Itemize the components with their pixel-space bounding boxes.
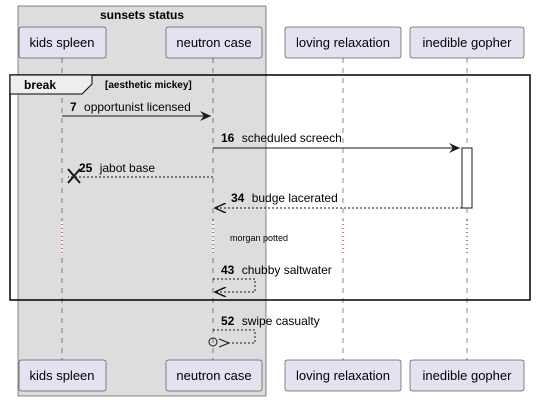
message-number: 25 xyxy=(79,161,93,175)
message-number: 43 xyxy=(221,263,235,277)
participant-label: loving relaxation xyxy=(296,35,390,50)
lifelines xyxy=(61,58,468,360)
message-34: 34 budge lacerated xyxy=(215,191,462,208)
svg-text:34 budge lacerated: 34 budge lacerated xyxy=(231,191,338,205)
svg-text:52 swipe casualty: 52 swipe casualty xyxy=(221,314,320,328)
participant-label: neutron case xyxy=(176,35,251,50)
svg-text:43 chubby saltwater: 43 chubby saltwater xyxy=(221,263,332,277)
participant-label: inedible gopher xyxy=(423,35,513,50)
group-box xyxy=(17,5,267,397)
message-text: opportunist licensed xyxy=(84,100,191,114)
message-7: 7 opportunist licensed xyxy=(62,100,211,121)
message-number: 34 xyxy=(231,191,245,205)
message-43: 43 chubby saltwater xyxy=(213,263,332,292)
message-text: jabot base xyxy=(99,161,156,175)
participant-kids-spleen-bottom: kids spleen xyxy=(18,359,107,392)
message-16: 16 scheduled screech xyxy=(213,131,460,153)
message-number: 52 xyxy=(221,314,235,328)
participant-inedible-gopher-top: inedible gopher xyxy=(409,26,525,59)
lost-message-circle xyxy=(208,337,218,347)
svg-text:7 opportunist licensed: 7 opportunist licensed xyxy=(70,100,191,114)
participant-neutron-case-top: neutron case xyxy=(165,26,263,59)
message-52: 52 swipe casualty xyxy=(208,314,320,348)
svg-text:25 jabot base: 25 jabot base xyxy=(79,161,155,175)
fragment-condition: [aesthetic mickey] xyxy=(105,80,192,91)
participant-loving-relaxation-bottom: loving relaxation xyxy=(284,359,402,392)
message-text: budge lacerated xyxy=(252,191,338,205)
participant-kids-spleen-top: kids spleen xyxy=(18,26,107,59)
message-text: scheduled screech xyxy=(242,131,342,145)
delay-dots xyxy=(61,220,468,254)
message-text: chubby saltwater xyxy=(242,263,332,277)
message-25: 25 jabot base xyxy=(67,161,213,184)
delay-label: morgan potted xyxy=(230,233,288,243)
participant-label: loving relaxation xyxy=(296,368,390,383)
svg-text:16 scheduled screech: 16 scheduled screech xyxy=(221,131,342,145)
participant-neutron-case-bottom: neutron case xyxy=(165,359,263,392)
participant-label: kids spleen xyxy=(29,35,94,50)
participant-inedible-gopher-bottom: inedible gopher xyxy=(409,359,525,392)
participant-label: inedible gopher xyxy=(423,368,513,383)
participant-label: kids spleen xyxy=(29,368,94,383)
message-number: 16 xyxy=(221,131,235,145)
message-text: swipe casualty xyxy=(242,314,320,328)
group-title: sunsets status xyxy=(100,8,184,22)
activation-bar xyxy=(461,147,473,209)
participant-label: neutron case xyxy=(176,368,251,383)
participant-loving-relaxation-top: loving relaxation xyxy=(284,26,402,59)
fragment-keyword: break xyxy=(24,78,56,92)
message-number: 7 xyxy=(70,100,77,114)
break-fragment: break [aesthetic mickey] xyxy=(9,74,531,301)
